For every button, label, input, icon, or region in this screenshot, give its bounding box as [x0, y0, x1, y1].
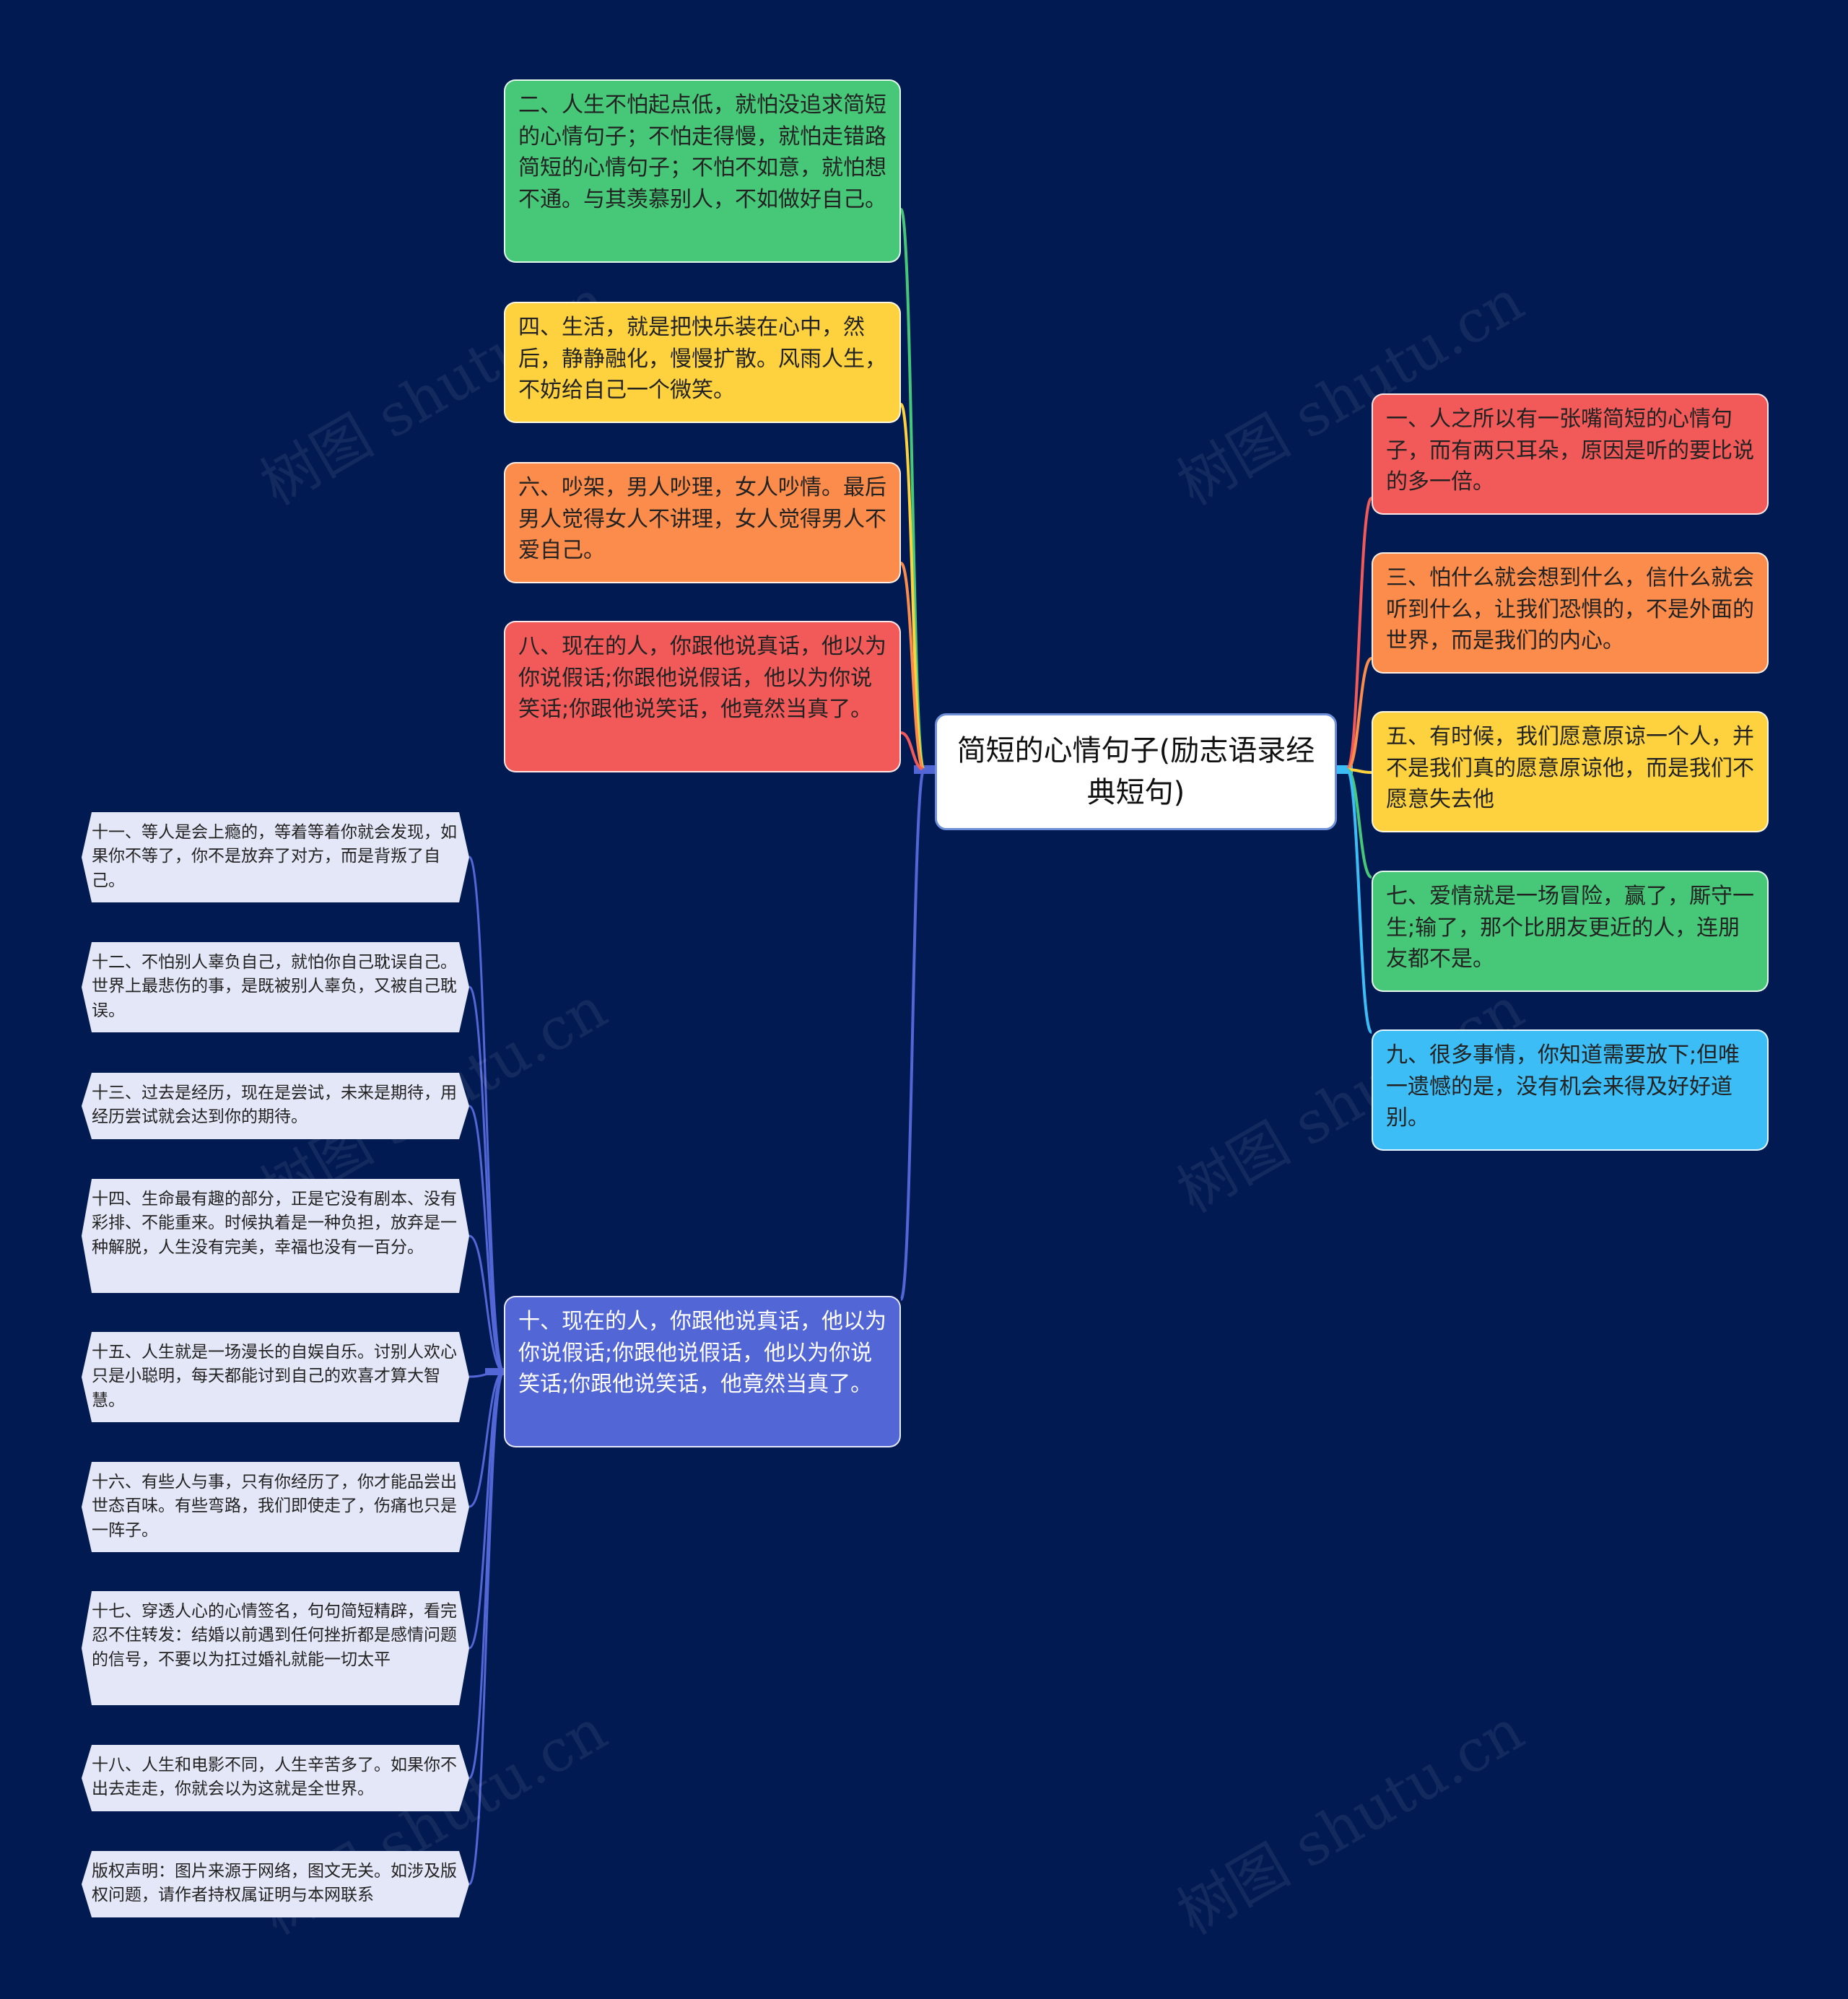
leaf-node-17[interactable]: 十七、穿透人心的心情签名，句句简短精辟，看完忍不住转发：结婚以前遇到任何挫折都是… — [82, 1591, 469, 1705]
node-text: 九、很多事情，你知道需要放下;但唯一遗憾的是，没有机会来得及好好道别。 — [1386, 1042, 1740, 1131]
connector-leaf-2 — [468, 1105, 505, 1373]
connector-leaf-3 — [468, 1234, 505, 1373]
connector-leaf-5 — [468, 1370, 505, 1508]
node-text: 八、现在的人，你跟他说真话，他以为你说假话;你跟他说假话，他以为你说笑话;你跟他… — [518, 634, 886, 722]
right-node-5[interactable]: 五、有时候，我们愿意原谅一个人，并不是我们真的愿意原谅他，而是我们不愿意失去他 — [1372, 711, 1769, 832]
leaf-text: 十六、有些人与事，只有你经历了，你才能品尝出世态百味。有些弯路，我们即使走了，伤… — [92, 1473, 457, 1540]
leaf-node-18[interactable]: 十八、人生和电影不同，人生辛苦多了。如果你不出去走走，你就会以为这就是全世界。 — [82, 1745, 469, 1811]
connector-left-4 — [899, 768, 925, 1301]
node-text: 三、怕什么就会想到什么，信什么就会听到什么，让我们恐惧的，不是外面的世界，而是我… — [1386, 565, 1754, 653]
node-text: 二、人生不怕起点低，就怕没追求简短的心情句子；不怕走得慢，就怕走错路简短的心情句… — [518, 92, 886, 212]
leaf-node-13[interactable]: 十三、过去是经历，现在是尝试，未来是期待，用经历尝试就会达到你的期待。 — [82, 1073, 469, 1139]
node-text: 七、爱情就是一场冒险，赢了，厮守一生;输了，那个比朋友更近的人，连朋友都不是。 — [1386, 884, 1754, 972]
leaf-text: 十八、人生和电影不同，人生辛苦多了。如果你不出去走走，你就会以为这就是全世界。 — [92, 1756, 457, 1799]
right-node-3[interactable]: 三、怕什么就会想到什么，信什么就会听到什么，让我们恐惧的，不是外面的世界，而是我… — [1372, 552, 1769, 674]
leaf-text: 十七、穿透人心的心情签名，句句简短精辟，看完忍不住转发：结婚以前遇到任何挫折都是… — [92, 1602, 457, 1669]
connector-left-2 — [899, 562, 925, 771]
leaf-node-12[interactable]: 十二、不怕别人辜负自己，就怕你自己耽误自己。世界上最悲伤的事，是既被别人辜负，又… — [82, 942, 469, 1032]
leaf-text: 版权声明：图片来源于网络，图文无关。如涉及版权问题，请作者持权属证明与本网联系 — [92, 1862, 457, 1905]
leaf-node-16[interactable]: 十六、有些人与事，只有你经历了，你才能品尝出世态百味。有些弯路，我们即使走了，伤… — [82, 1462, 469, 1552]
left-node-2[interactable]: 二、人生不怕起点低，就怕没追求简短的心情句子；不怕走得慢，就怕走错路简短的心情句… — [504, 79, 901, 263]
left-node-8[interactable]: 八、现在的人，你跟他说真话，他以为你说假话;你跟他说假话，他以为你说笑话;你跟他… — [504, 621, 901, 772]
leaf-node-14[interactable]: 十四、生命最有趣的部分，正是它没有剧本、没有彩排、不能重来。时候执着是一种负担，… — [82, 1179, 469, 1293]
leaf-node-copyright[interactable]: 版权声明：图片来源于网络，图文无关。如涉及版权问题，请作者持权属证明与本网联系 — [82, 1851, 469, 1917]
connector-leaf-1 — [468, 985, 505, 1373]
right-node-9[interactable]: 九、很多事情，你知道需要放下;但唯一遗憾的是，没有机会来得及好好道别。 — [1372, 1029, 1769, 1151]
connector-left-3 — [900, 731, 925, 771]
leaf-text: 十五、人生就是一场漫长的自娱自乐。讨别人欢心只是小聪明，每天都能讨到自己的欢喜才… — [92, 1343, 457, 1410]
node-text: 十、现在的人，你跟他说真话，他以为你说假话;你跟他说假话，他以为你说笑话;你跟他… — [518, 1309, 886, 1397]
node-text: 五、有时候，我们愿意原谅一个人，并不是我们真的愿意原谅他，而是我们不愿意失去他 — [1386, 724, 1754, 812]
central-topic-label: 简短的心情句子(励志语录经典短句) — [956, 734, 1315, 809]
central-topic[interactable]: 简短的心情句子(励志语录经典短句) — [935, 713, 1337, 830]
left-node-4[interactable]: 四、生活，就是把快乐装在心中，然后，静静融化，慢慢扩散。风雨人生，不妨给自己一个… — [504, 302, 901, 423]
node-text: 一、人之所以有一张嘴简短的心情句子，而有两只耳朵，原因是听的要比说的多一倍。 — [1386, 406, 1754, 495]
leaf-text: 十四、生命最有趣的部分，正是它没有剧本、没有彩排、不能重来。时候执着是一种负担，… — [92, 1190, 457, 1257]
connector-right-0 — [1346, 497, 1373, 771]
connector-right-1 — [1346, 657, 1373, 771]
node-text: 六、吵架，男人吵理，女人吵情。最后男人觉得女人不讲理，女人觉得男人不爱自己。 — [518, 475, 886, 563]
right-node-7[interactable]: 七、爱情就是一场冒险，赢了，厮守一生;输了，那个比朋友更近的人，连朋友都不是。 — [1372, 871, 1769, 992]
leaf-text: 十二、不怕别人辜负自己，就怕你自己耽误自己。世界上最悲伤的事，是既被别人辜负，又… — [92, 953, 457, 1020]
leaf-node-11[interactable]: 十一、等人是会上瘾的，等着等着你就会发现，如果你不等了，你不是放弃了对方，而是背… — [82, 812, 469, 902]
leaf-text: 十三、过去是经历，现在是尝试，未来是期待，用经历尝试就会达到你的期待。 — [92, 1084, 457, 1127]
left-node-6[interactable]: 六、吵架，男人吵理，女人吵情。最后男人觉得女人不讲理，女人觉得男人不爱自己。 — [504, 462, 901, 583]
right-node-1[interactable]: 一、人之所以有一张嘴简短的心情句子，而有两只耳朵，原因是听的要比说的多一倍。 — [1372, 393, 1769, 515]
leaf-node-15[interactable]: 十五、人生就是一场漫长的自娱自乐。讨别人欢心只是小聪明，每天都能讨到自己的欢喜才… — [82, 1332, 469, 1422]
leaf-text: 十一、等人是会上瘾的，等着等着你就会发现，如果你不等了，你不是放弃了对方，而是背… — [92, 823, 457, 890]
connector-leaf-8 — [468, 1370, 505, 1886]
node-text: 四、生活，就是把快乐装在心中，然后，静静融化，慢慢扩散。风雨人生，不妨给自己一个… — [518, 315, 886, 403]
leaf-hub-stub — [485, 1368, 505, 1375]
connector-right-4 — [1346, 768, 1373, 1034]
left-node-10[interactable]: 十、现在的人，你跟他说真话，他以为你说假话;你跟他说假话，他以为你说笑话;你跟他… — [504, 1296, 901, 1447]
